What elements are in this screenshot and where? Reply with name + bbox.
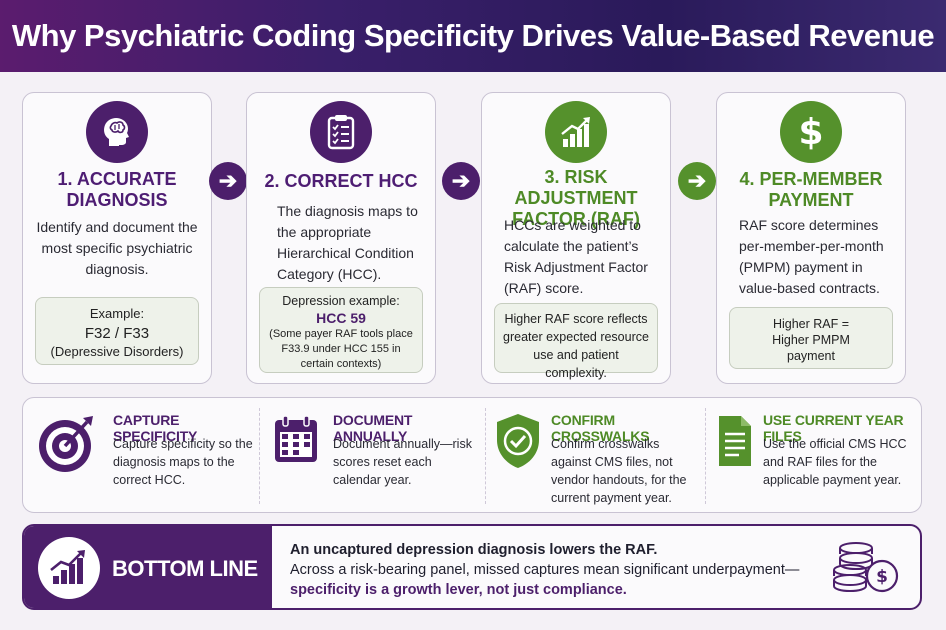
example-label: Example: — [89, 306, 145, 321]
head-brain-icon — [86, 101, 148, 163]
tip-text: Capture specificity so the diagnosis map… — [113, 437, 253, 487]
step-title: 2. CORRECT HCC — [264, 171, 418, 191]
step-description: The diagnosis maps to the appropriate Hi… — [277, 203, 418, 282]
step-example: Higher RAF = Higher PMPM payment — [729, 307, 893, 369]
arrow-right-icon: ➔ — [678, 162, 716, 200]
calendar-icon — [271, 412, 323, 477]
step-description: Identify and document the most specific … — [36, 219, 198, 277]
arrow-right-icon: ➔ — [209, 162, 247, 200]
svg-text:$: $ — [876, 567, 888, 587]
step-per-member-payment: $ 4. PER-MEMBER PAYMENT RAF score determ… — [716, 92, 906, 384]
step-title: 1. ACCURATE DIAGNOSIS — [57, 169, 177, 210]
bottom-line-label: BOTTOM LINE — [112, 556, 258, 581]
tip-divider — [259, 408, 260, 504]
bar-chart-arrow-icon — [545, 101, 607, 163]
step-description: RAF score determines per-member-per-mont… — [739, 217, 884, 296]
coins-dollar-icon: $ — [826, 540, 902, 601]
tip-text: Confirm crosswalks against CMS files, no… — [551, 437, 687, 505]
tip-heading: CAPTURE SPECIFICITY — [113, 412, 198, 444]
title-banner: Why Psychiatric Coding Specificity Drive… — [0, 0, 946, 72]
bottom-line-message: An uncaptured depression diagnosis lower… — [290, 540, 799, 600]
tip-divider — [485, 408, 486, 504]
tip-heading: DOCUMENT ANNUALLY — [333, 412, 413, 444]
clipboard-checklist-icon — [310, 101, 372, 163]
arrow-right-icon: ➔ — [442, 162, 480, 200]
step-accurate-diagnosis: 1. ACCURATE DIAGNOSIS Identify and docum… — [22, 92, 212, 384]
process-steps: 1. ACCURATE DIAGNOSIS Identify and docum… — [22, 92, 922, 384]
shield-check-icon — [493, 412, 543, 475]
step-example: Example: F32 / F33 (Depressive Disorders… — [35, 297, 199, 365]
example-label: Depression example: — [282, 294, 400, 308]
document-icon — [715, 412, 755, 475]
step-example: Higher RAF score reflects greater expect… — [494, 303, 658, 380]
example-code: F32 / F33 — [84, 325, 150, 342]
tip-text: Use the official CMS HCC and RAF files f… — [763, 437, 907, 487]
dollar-icon: $ — [780, 101, 842, 163]
step-raf: 3. RISK ADJUSTMENT FACTOR (RAF) HCCs are… — [481, 92, 671, 384]
step-title: 3. RISK ADJUSTMENT FACTOR (RAF) — [512, 167, 640, 229]
tip-heading: USE CURRENT YEAR FILES — [763, 412, 904, 444]
tip-divider — [705, 408, 706, 504]
step-title: 4. PER-MEMBER PAYMENT — [739, 169, 883, 210]
example-code: HCC 59 — [316, 310, 366, 326]
bottom-line-panel: BOTTOM LINE An uncaptured depression dia… — [22, 524, 922, 610]
target-icon — [35, 412, 99, 481]
tip-capture-specificity: CAPTURE SPECIFICITY Capture specificity … — [35, 398, 260, 514]
tip-text: Document annually—risk scores reset each… — [333, 437, 472, 487]
step-description: HCCs are weighted to calculate the patie… — [504, 217, 648, 296]
example-note: (Some payer RAF tools place F33.9 under … — [269, 328, 413, 370]
tip-heading: CONFIRM CROSSWALKS — [551, 412, 650, 444]
example-note: (Depressive Disorders) — [50, 344, 184, 359]
bottom-line-text-3: specificity is a growth lever, not just … — [290, 582, 627, 598]
bottom-line-header: BOTTOM LINE — [24, 526, 272, 608]
tips-panel: CAPTURE SPECIFICITY Capture specificity … — [22, 397, 922, 513]
tip-use-current-year-files: USE CURRENT YEAR FILES Use the official … — [715, 398, 917, 514]
tip-document-annually: DOCUMENT ANNUALLY Document annually—risk… — [271, 398, 483, 514]
growth-chart-icon — [38, 537, 100, 599]
step-example: Depression example: HCC 59 (Some payer R… — [259, 287, 423, 373]
bottom-line-text-2: Across a risk-bearing panel, missed capt… — [290, 562, 800, 578]
tip-confirm-crosswalks: CONFIRM CROSSWALKS Confirm crosswalks ag… — [493, 398, 703, 514]
step-correct-hcc: 2. CORRECT HCC The diagnosis maps to the… — [246, 92, 436, 384]
bottom-line-text-1: An uncaptured depression diagnosis lower… — [290, 542, 658, 558]
page-title: Why Psychiatric Coding Specificity Drive… — [11, 18, 935, 53]
